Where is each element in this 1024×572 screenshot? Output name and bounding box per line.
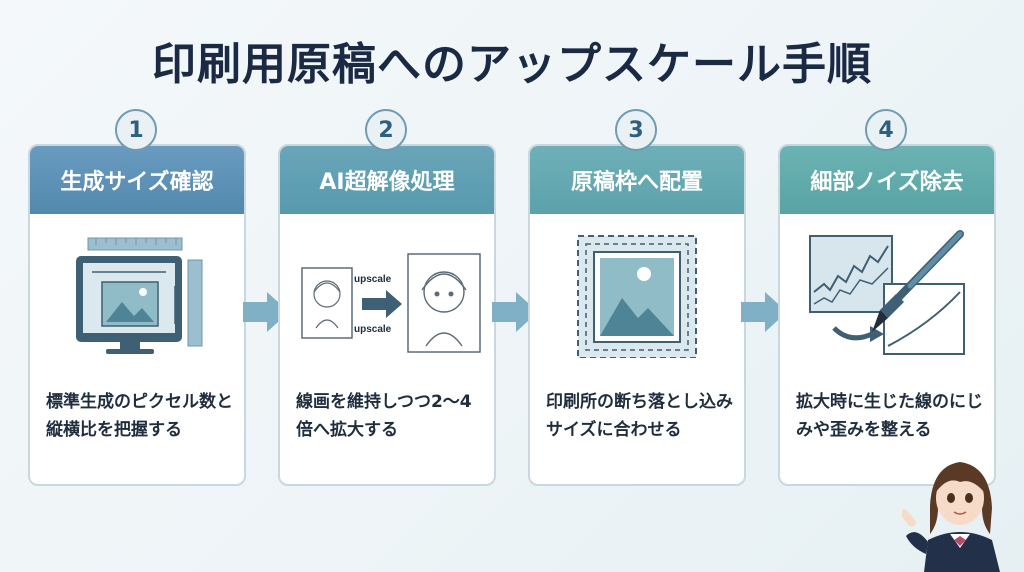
arrow-right-icon bbox=[243, 292, 289, 332]
step-2-card: AI超解像処理 upscale upscale 線画を維持しつつ2〜4倍へ拡大す… bbox=[278, 144, 496, 486]
step-4-title: 細部ノイズ除去 bbox=[780, 146, 994, 214]
step-1-card: 生成サイズ確認 標準生成のピクセル数と縦横比を把握する bbox=[28, 144, 246, 486]
arrow-right-icon bbox=[492, 292, 538, 332]
page-title: 印刷用原稿へのアップスケール手順 bbox=[152, 39, 872, 90]
step-3-card: 原稿枠へ配置 印刷所の断ち落とし込みサイズに合わせる bbox=[528, 144, 746, 486]
step-2-number: 2 bbox=[365, 109, 407, 151]
step-3-title: 原稿枠へ配置 bbox=[530, 146, 744, 214]
brush-cleanup-icon bbox=[809, 230, 965, 355]
step-1-description: 標準生成のピクセル数と縦横比を把握する bbox=[46, 392, 233, 440]
arrow-right-icon bbox=[741, 292, 787, 332]
step-3-description: 印刷所の断ち落とし込みサイズに合わせる bbox=[546, 392, 733, 440]
upscale-character-icon: upscale upscale bbox=[301, 253, 481, 353]
step-3-number: 3 bbox=[615, 109, 657, 151]
monitor-ruler-icon bbox=[76, 237, 203, 354]
upscale-label-top: upscale bbox=[354, 274, 392, 285]
upscale-label-bottom: upscale bbox=[354, 324, 392, 335]
bleed-frame-icon bbox=[577, 235, 697, 358]
step-4-number: 4 bbox=[865, 109, 907, 151]
step-2-title: AI超解像処理 bbox=[280, 146, 494, 214]
step-1-title: 生成サイズ確認 bbox=[30, 146, 244, 214]
step-4-description: 拡大時に生じた線のにじみや歪みを整える bbox=[796, 392, 983, 440]
step-4-card: 細部ノイズ除去 拡大時に生じた線のにじみや歪みを整える bbox=[778, 144, 996, 486]
mascot-character-icon bbox=[902, 462, 1000, 572]
step-2-description: 線画を維持しつつ2〜4倍へ拡大する bbox=[296, 392, 472, 440]
step-1-number: 1 bbox=[115, 109, 157, 151]
